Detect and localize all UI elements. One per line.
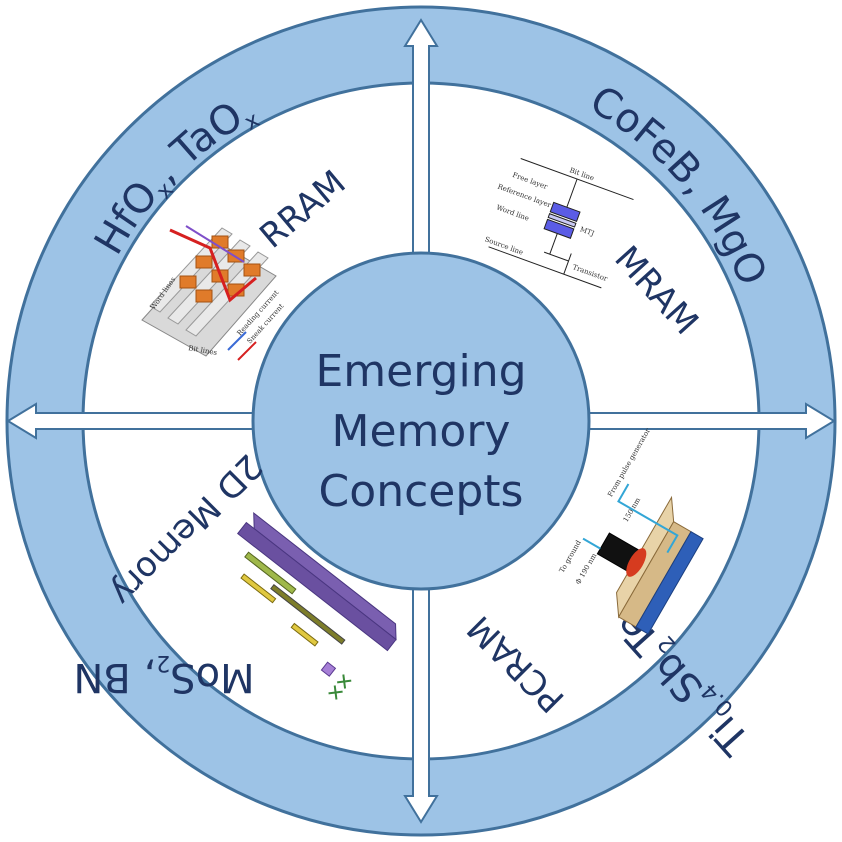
center-title-line3: Concepts — [319, 466, 524, 517]
rram-crossbar-figure: Word lines Bit lines Reading current Sne… — [141, 225, 286, 361]
pcram-cell-figure: 150 nm Φ 190 nm To ground From pulse gen… — [558, 427, 704, 635]
center-title-line2: Memory — [332, 406, 511, 457]
center-title-line1: Emerging — [315, 346, 526, 397]
mem2d-device-figure — [236, 512, 397, 700]
center-circle — [251, 251, 591, 591]
